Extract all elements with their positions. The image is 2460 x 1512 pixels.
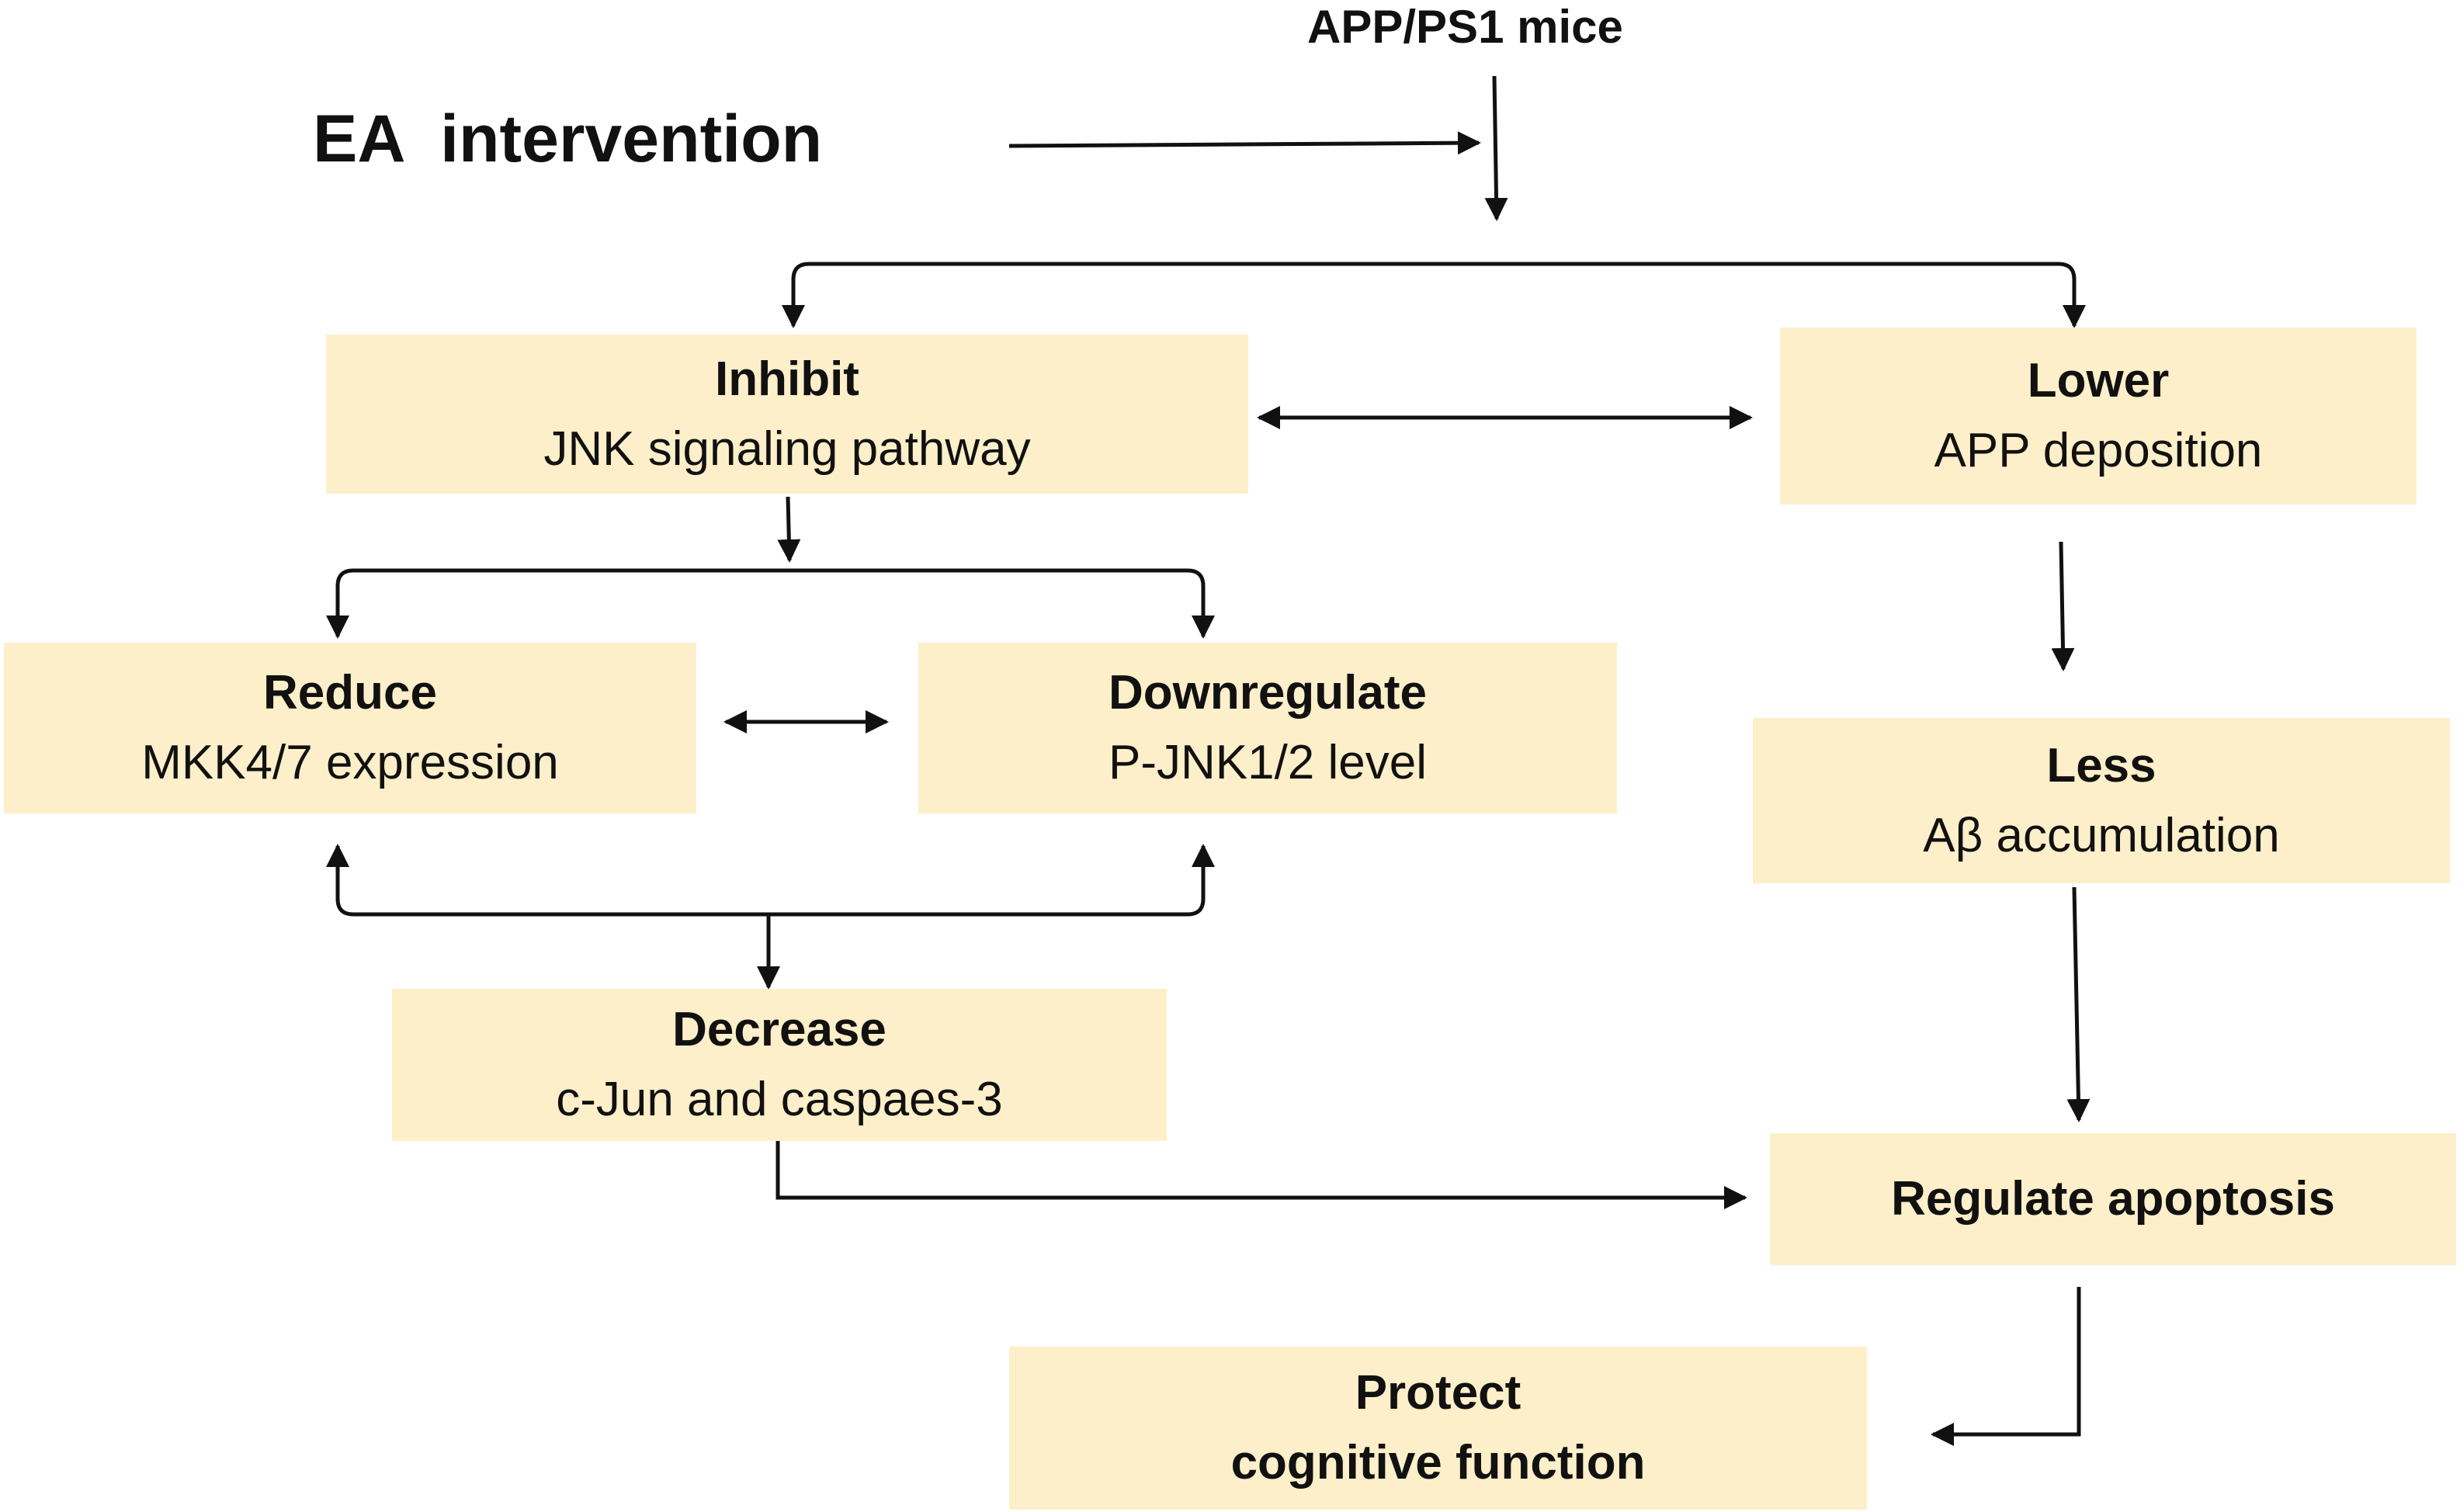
connector-bottom-merge (335, 844, 1215, 917)
less-box: Less Aβ accumulation (1753, 718, 2450, 883)
inhibit-title: Inhibit (715, 352, 859, 406)
protect-body: cognitive function (1230, 1436, 1646, 1489)
protect-title: Protect (1355, 1366, 1521, 1420)
regulate-title: Regulate apoptosis (1891, 1172, 2335, 1226)
decrease-body: c-Jun and caspaes-3 (556, 1073, 1003, 1126)
reduce-title: Reduce (263, 666, 437, 720)
decrease-title: Decrease (672, 1003, 887, 1057)
inhibit-box: Inhibit JNK signaling pathway (326, 335, 1248, 494)
regulate-box: Regulate apoptosis (1770, 1133, 2456, 1265)
arrow-mice-down (1484, 75, 1508, 221)
inhibit-body: JNK signaling pathway (543, 421, 1031, 476)
decrease-box: Decrease c-Jun and caspaes-3 (392, 989, 1167, 1141)
lower-title: Lower (2027, 354, 2170, 408)
downregulate-box: Downregulate P-JNK1/2 level (918, 643, 1617, 813)
source-label: APP/PS1 mice (1307, 1, 1623, 53)
less-title: Less (2046, 738, 2156, 792)
protect-box: Protect cognitive function (1009, 1347, 1867, 1510)
lower-body: APP deposition (1934, 424, 2263, 477)
arrow-inhibit-down (777, 496, 801, 563)
arrow-regulate-protect (1931, 1287, 2081, 1446)
arrow-lower-less (2051, 541, 2075, 671)
connector-mid-split (335, 568, 1215, 639)
reduce-body: MKK4/7 expression (141, 736, 559, 789)
downregulate-title: Downregulate (1109, 666, 1427, 720)
arrow-less-regulate (2066, 886, 2090, 1122)
connector-top-split (791, 262, 2086, 328)
arrow-ea-to-mice (1008, 131, 1481, 155)
arrow-decrease-regulate (775, 1141, 1747, 1209)
downregulate-body: P-JNK1/2 level (1108, 736, 1428, 789)
intervention-label: EA intervention (313, 102, 823, 176)
less-body: Aβ accumulation (1923, 808, 2280, 862)
reduce-box: Reduce MKK4/7 expression (4, 643, 696, 813)
lower-box: Lower APP deposition (1780, 328, 2417, 505)
